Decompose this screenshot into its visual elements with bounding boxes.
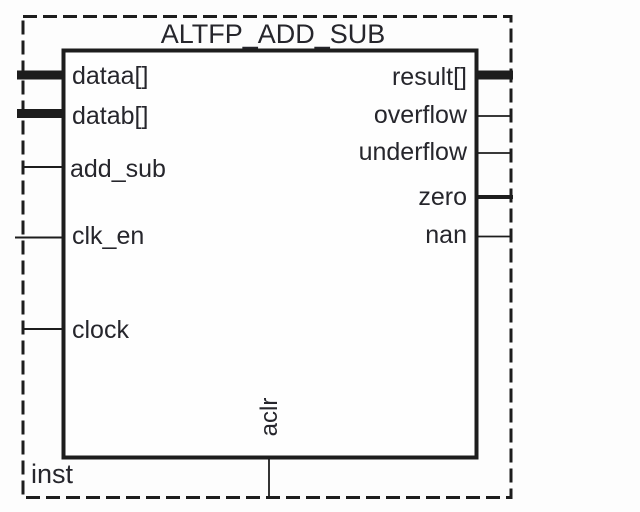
port-result-label: result[] bbox=[392, 63, 467, 91]
instance-name: inst bbox=[31, 459, 74, 489]
right-port-labels: result[] overflow underflow zero nan bbox=[359, 63, 468, 249]
port-datab-label: datab[] bbox=[72, 102, 148, 130]
symbol-outer-boundary bbox=[21, 15, 513, 499]
port-zero-label: zero bbox=[418, 183, 467, 211]
port-add_sub-label: add_sub bbox=[70, 155, 166, 183]
symbol-title: ALTFP_ADD_SUB bbox=[161, 19, 386, 49]
left-port-labels: dataa[] datab[] add_sub clk_en clock bbox=[70, 62, 166, 344]
port-underflow-label: underflow bbox=[359, 138, 468, 166]
port-clock-label: clock bbox=[72, 316, 129, 344]
port-dataa-label: dataa[] bbox=[72, 62, 148, 90]
port-clk_en-label: clk_en bbox=[72, 222, 144, 250]
port-nan-label: nan bbox=[425, 221, 467, 249]
symbol-body bbox=[61, 48, 479, 460]
port-overflow-label: overflow bbox=[374, 101, 468, 129]
right-port-wires bbox=[477, 70, 513, 238]
left-port-wires bbox=[15, 70, 63, 330]
port-aclr-label: aclr bbox=[256, 398, 283, 437]
